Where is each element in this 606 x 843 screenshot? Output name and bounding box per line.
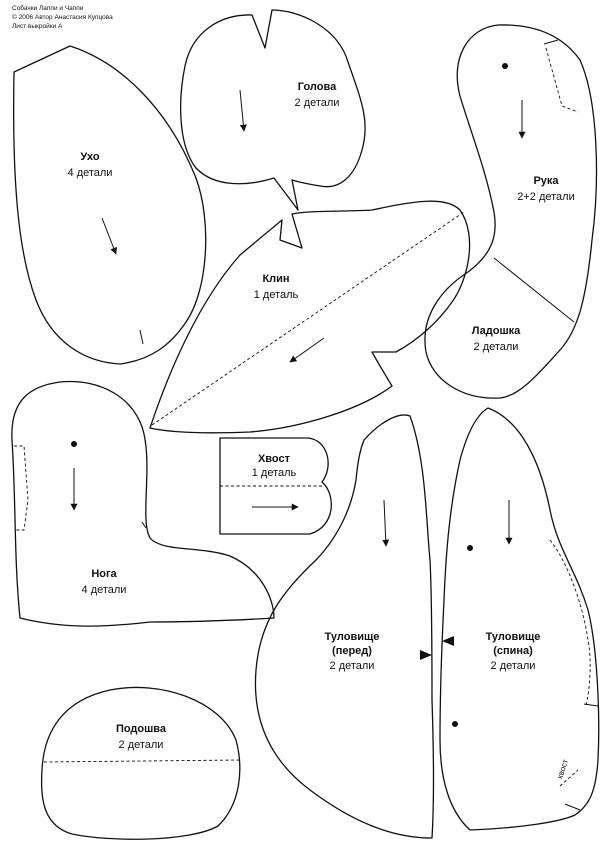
- tail-outline: [219, 437, 332, 535]
- body-back-tail-mark-label: хвост: [555, 758, 570, 780]
- wedge-count: 1 деталь: [254, 289, 299, 301]
- piece-ear: Ухо 4 детали: [12, 45, 207, 365]
- piece-body-back: Туловище (спина) 2 детали хвост: [439, 407, 600, 831]
- body-front-sublabel: (перед): [332, 645, 372, 657]
- body-back-label: Туловище: [486, 631, 541, 643]
- body-back-seam-allowance: [549, 539, 591, 706]
- piece-wedge: Клин 1 деталь: [149, 200, 471, 434]
- leg-outline: [11, 380, 275, 627]
- body-back-notch: [442, 636, 454, 646]
- piece-sole: Подошва 2 детали: [40, 686, 241, 840]
- sole-label: Подошва: [116, 723, 167, 735]
- sole-outline: [40, 686, 241, 840]
- ear-label: Ухо: [80, 151, 99, 163]
- body-front-grain-arrow: [382, 499, 390, 547]
- sole-center-line: [43, 759, 241, 763]
- body-front-notch: [420, 650, 432, 660]
- body-front-count: 2 детали: [330, 660, 375, 672]
- body-back-seam-end: [583, 703, 599, 707]
- piece-arm: Рука 2+2 детали Ладошка 2 детали: [424, 24, 598, 399]
- body-front-outline: [254, 414, 435, 839]
- head-count: 2 детали: [295, 97, 340, 109]
- body-back-outline: [439, 407, 600, 831]
- body-back-sublabel: (спина): [493, 645, 533, 657]
- arm-palm-seam: [493, 257, 575, 323]
- arm-label: Рука: [533, 175, 559, 187]
- piece-leg: Нога 4 детали: [11, 380, 275, 627]
- body-back-tail-mark-end: [564, 803, 581, 811]
- arm-outline: [424, 24, 598, 399]
- palm-label: Ладошка: [472, 325, 521, 337]
- leg-notch: [141, 521, 147, 529]
- leg-count: 4 детали: [82, 584, 127, 596]
- tail-label: Хвост: [258, 453, 291, 465]
- piece-body-front: Туловище (перед) 2 детали: [254, 414, 435, 839]
- arm-seam-end: [543, 39, 559, 45]
- head-label: Голова: [298, 81, 337, 93]
- wedge-outline: [149, 200, 471, 434]
- body-back-dot-upper: [467, 545, 473, 551]
- wedge-fold-line: [151, 211, 465, 426]
- piece-head: Голова 2 детали: [180, 9, 366, 211]
- leg-dot: [71, 441, 77, 447]
- head-grain-arrow: [239, 89, 247, 132]
- ear-grain-arrow: [101, 217, 117, 255]
- body-back-dot-lower: [452, 721, 458, 727]
- palm-count: 2 детали: [474, 341, 519, 353]
- head-outline: [180, 9, 366, 211]
- piece-tail: Хвост 1 деталь: [219, 437, 332, 535]
- arm-seam-allowance: [545, 47, 579, 113]
- ear-count: 4 детали: [68, 167, 113, 179]
- wedge-label: Клин: [262, 273, 289, 285]
- ear-outline: [12, 45, 207, 365]
- ear-notch: [139, 329, 144, 345]
- body-back-tail-mark: [559, 769, 579, 787]
- wedge-grain-arrow: [289, 337, 325, 363]
- leg-label: Нога: [91, 568, 117, 580]
- leg-seam-allowance: [14, 445, 29, 531]
- arm-count: 2+2 детали: [517, 191, 574, 203]
- body-back-count: 2 детали: [491, 660, 536, 672]
- header-sheet-label: Лист выкройки А: [12, 23, 63, 30]
- body-front-label: Туловище: [325, 631, 380, 643]
- header-title: Собачки Лаппи и Чаппи: [12, 5, 84, 12]
- arm-eye-dot: [502, 63, 508, 69]
- sole-count: 2 детали: [119, 739, 164, 751]
- tail-count: 1 деталь: [252, 467, 297, 479]
- header-copyright: © 2006 Автор Анастасия Купцова: [12, 14, 113, 21]
